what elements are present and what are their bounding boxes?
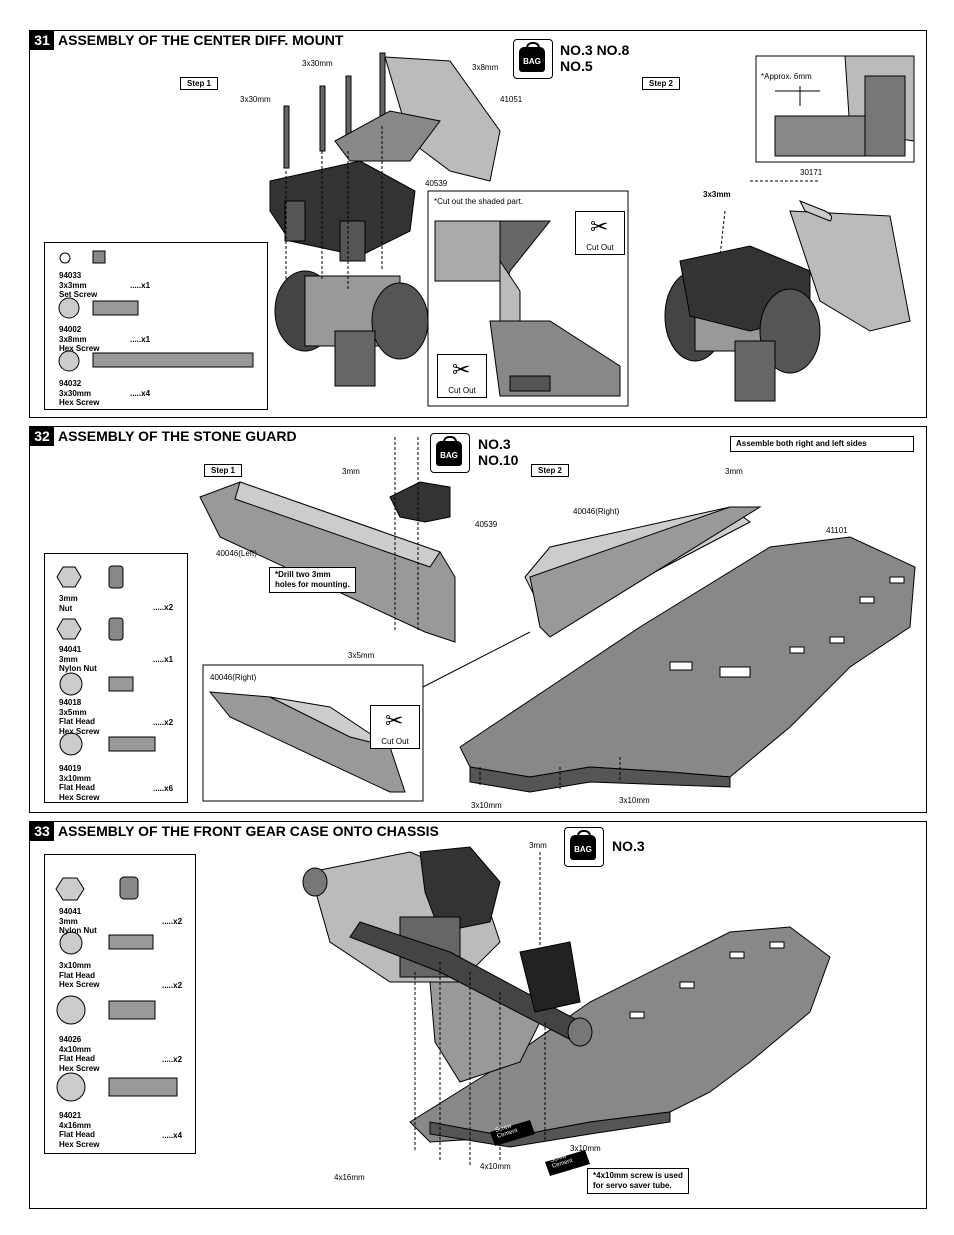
section-33: 33 ASSEMBLY OF THE FRONT GEAR CASE ONTO … xyxy=(29,821,927,1209)
section-title: ASSEMBLY OF THE CENTER DIFF. MOUNT xyxy=(58,32,344,48)
label-3x5mm: 3x5mm xyxy=(348,651,375,660)
label-3x10mm-2: 3x10mm xyxy=(619,796,650,805)
part-94032: 94032 3x30mm Hex Screw xyxy=(59,379,100,407)
parts-drawings xyxy=(55,876,178,1102)
scissors-icon: ✂ xyxy=(590,214,609,239)
cut-out-box-2: ✂ Cut Out xyxy=(437,354,487,398)
bag-numbers: NO.3 NO.10 xyxy=(478,436,519,468)
section-number: 31 xyxy=(30,31,54,50)
front-gear-case-illustration xyxy=(302,846,831,1176)
part-94002: 94002 3x8mm Hex Screw xyxy=(59,325,100,353)
parts-drawings xyxy=(58,250,254,372)
label-3x30mm-2: 3x30mm xyxy=(240,95,271,104)
part-94041: 94041 3mm Nylon Nut xyxy=(59,645,97,673)
label-4x10mm: 4x10mm xyxy=(480,1162,511,1171)
label-3x8mm: 3x8mm xyxy=(472,63,499,72)
label-approx-6mm: *Approx. 6mm xyxy=(761,72,812,81)
bag-icon: BAG xyxy=(564,827,604,867)
label-40046-right: 40046(Right) xyxy=(573,507,620,516)
label-3x3mm: 3x3mm xyxy=(703,190,731,199)
label-3x10mm: 3x10mm xyxy=(570,1144,601,1153)
part-94019: 94019 3x10mm Flat Head Hex Screw xyxy=(59,764,100,802)
label-40539: 40539 xyxy=(475,520,498,529)
section-number: 33 xyxy=(30,822,54,841)
cut-out-box: ✂ Cut Out xyxy=(370,705,420,749)
label-3x10mm: 3x10mm xyxy=(471,801,502,810)
cut-out-box-1: ✂ Cut Out xyxy=(575,211,625,255)
screw-note: *4x10mm screw is used for servo saver tu… xyxy=(587,1168,689,1194)
parts-list: 94033 3x3mm Set Screw .....x1 94002 3x8m… xyxy=(44,242,268,410)
section-32: 32 ASSEMBLY OF THE STONE GUARD BAG NO.3 … xyxy=(29,426,927,813)
scissors-icon: ✂ xyxy=(385,708,404,733)
part-94026: 94026 4x10mm Flat Head Hex Screw xyxy=(59,1035,100,1073)
part-3x10mm: 3x10mm Flat Head Hex Screw xyxy=(59,961,100,989)
section-31: 31 ASSEMBLY OF THE CENTER DIFF. MOUNT BA… xyxy=(29,30,927,418)
sides-note: Assemble both right and left sides xyxy=(730,436,914,452)
label-30171: 30171 xyxy=(800,168,823,177)
part-94033: 94033 3x3mm Set Screw xyxy=(59,271,98,299)
label-41051: 41051 xyxy=(500,95,523,104)
step-1-label: Step 1 xyxy=(204,464,243,477)
step-2-label: Step 2 xyxy=(531,464,570,477)
bag-numbers: NO.3 xyxy=(612,838,645,854)
bag-icon: BAG xyxy=(430,433,470,473)
part-3mm-nut: 3mm Nut xyxy=(59,594,78,613)
section-number: 32 xyxy=(30,427,54,446)
label-40539: 40539 xyxy=(425,179,448,188)
label-3x30mm: 3x30mm xyxy=(302,59,333,68)
step-1-label: Step 1 xyxy=(180,77,219,90)
label-41101: 41101 xyxy=(826,526,848,535)
bag-icon: BAG xyxy=(513,39,553,79)
diff-mount-illustration xyxy=(269,52,915,407)
bag-numbers: NO.3 NO.8 NO.5 xyxy=(560,42,630,74)
part-94041: 94041 3mm Nylon Nut xyxy=(59,907,97,935)
label-3mm: 3mm xyxy=(342,467,360,476)
scissors-icon: ✂ xyxy=(452,357,471,382)
label-3mm: 3mm xyxy=(529,841,547,850)
cut-note: *Cut out the shaded part. xyxy=(434,197,523,206)
part-94018: 94018 3x5mm Flat Head Hex Screw xyxy=(59,698,100,736)
part-94021: 94021 4x16mm Flat Head Hex Screw xyxy=(59,1111,100,1149)
section-title: ASSEMBLY OF THE STONE GUARD xyxy=(58,428,297,444)
section-title: ASSEMBLY OF THE FRONT GEAR CASE ONTO CHA… xyxy=(58,823,439,839)
parts-list: 94041 3mm Nylon Nut .....x2 3x10mm Flat … xyxy=(44,854,196,1154)
label-40046-right-detail: 40046(Right) xyxy=(210,673,257,682)
step-2-label: Step 2 xyxy=(642,77,681,90)
parts-drawings xyxy=(56,565,156,756)
parts-list: 3mm Nut .....x2 94041 3mm Nylon Nut ....… xyxy=(44,553,188,803)
label-4x16mm: 4x16mm xyxy=(334,1173,365,1182)
drill-note: *Drill two 3mm holes for mounting. xyxy=(269,567,356,593)
label-40046-left: 40046(Left) xyxy=(216,549,257,558)
label-3mm-2: 3mm xyxy=(725,467,743,476)
